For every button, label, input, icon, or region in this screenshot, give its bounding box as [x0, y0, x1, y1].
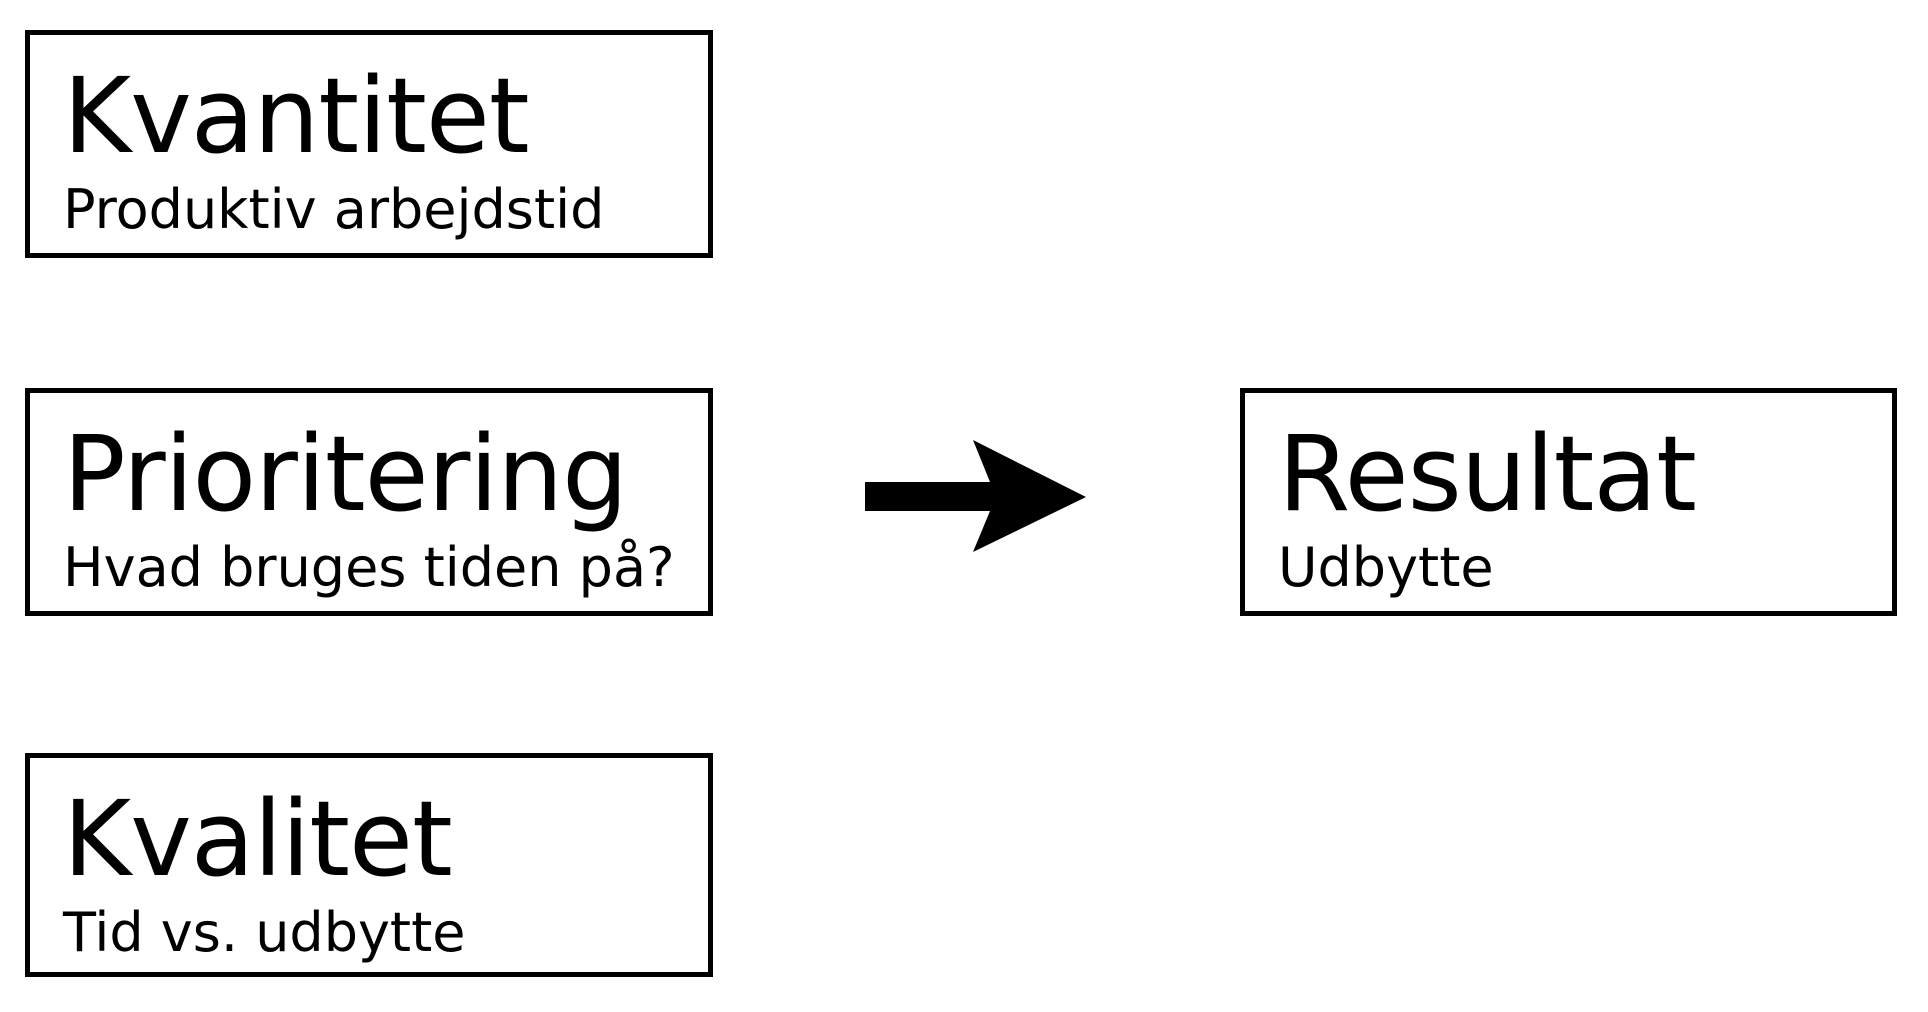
box-kvalitet-title: Kvalitet: [63, 778, 453, 900]
right-arrow-icon: [865, 440, 1086, 552]
box-kvantitet-title: Kvantitet: [63, 55, 530, 177]
box-kvantitet-subtitle: Produktiv arbejdstid: [63, 178, 605, 242]
right-arrow-shape: [865, 440, 1086, 552]
box-kvantitet: Kvantitet Produktiv arbejdstid: [25, 30, 713, 258]
box-resultat: Resultat Udbytte: [1240, 388, 1897, 616]
box-resultat-subtitle: Udbytte: [1278, 536, 1494, 600]
box-kvalitet-subtitle: Tid vs. udbytte: [63, 901, 466, 965]
box-prioritering-title: Prioritering: [63, 413, 628, 535]
box-prioritering-subtitle: Hvad bruges tiden på?: [63, 536, 675, 600]
box-prioritering: Prioritering Hvad bruges tiden på?: [25, 388, 713, 616]
box-kvalitet: Kvalitet Tid vs. udbytte: [25, 753, 713, 977]
box-resultat-title: Resultat: [1278, 413, 1697, 535]
